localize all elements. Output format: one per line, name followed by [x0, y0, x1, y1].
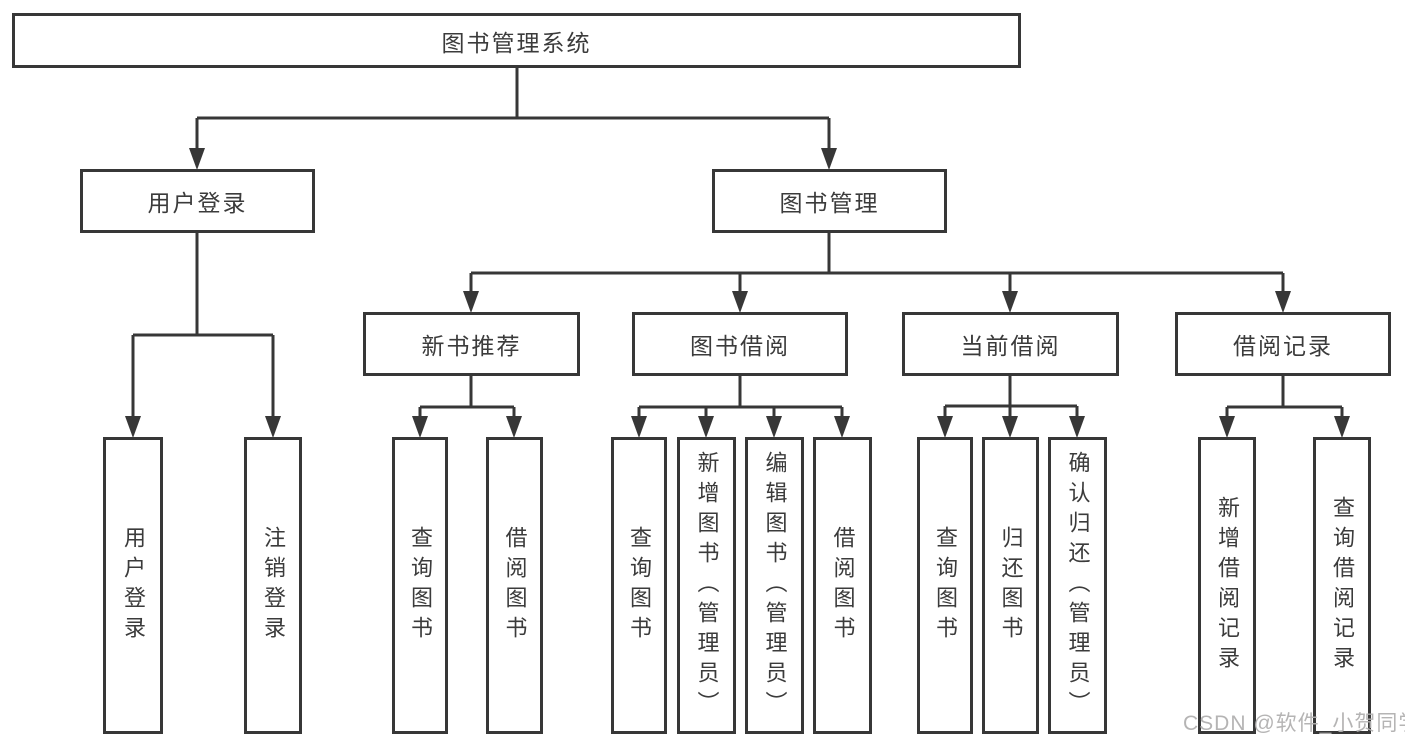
leaf-query-books-recommend-label: 查询图书 — [408, 525, 433, 646]
node-root-label: 图书管理系统 — [441, 29, 592, 56]
leaf-query-books-borrow: 查询图书 — [611, 437, 667, 734]
node-current-borrow-label: 当前借阅 — [960, 333, 1061, 359]
csdn-watermark: CSDN @软件_小贺同学 — [1183, 712, 1405, 735]
leaf-logout-label: 注销登录 — [261, 525, 286, 646]
node-borrow-records-label: 借阅记录 — [1233, 333, 1333, 359]
leaf-add-borrow-record: 新增借阅记录 — [1198, 437, 1256, 734]
node-book-borrow: 图书借阅 — [632, 312, 848, 376]
node-book-management: 图书管理 — [712, 169, 947, 233]
leaf-borrow-books-label: 借阅图书 — [830, 525, 856, 646]
node-new-book-recommend: 新书推荐 — [363, 312, 580, 376]
node-new-book-recommend-label: 新书推荐 — [421, 333, 522, 359]
leaf-borrow-books: 借阅图书 — [813, 437, 872, 734]
leaf-query-books-current: 查询图书 — [917, 437, 973, 734]
leaf-query-books-borrow-label: 查询图书 — [627, 525, 652, 646]
node-user-login-label: 用户登录 — [147, 190, 248, 216]
node-book-management-label: 图书管理 — [779, 190, 880, 216]
leaf-add-borrow-record-label: 新增借阅记录 — [1215, 495, 1240, 676]
leaf-confirm-return-admin-label: 确认归还（管理员） — [1065, 450, 1091, 721]
leaf-query-books-recommend: 查询图书 — [392, 437, 448, 734]
node-user-login: 用户登录 — [80, 169, 315, 233]
leaf-add-books-admin: 新增图书（管理员） — [677, 437, 736, 734]
leaf-query-books-current-label: 查询图书 — [933, 525, 958, 646]
leaf-return-books: 归还图书 — [982, 437, 1039, 734]
leaf-edit-books-admin: 编辑图书（管理员） — [745, 437, 804, 734]
leaf-return-books-label: 归还图书 — [998, 525, 1024, 646]
leaf-borrow-books-recommend-label: 借阅图书 — [502, 525, 528, 646]
node-borrow-records: 借阅记录 — [1175, 312, 1391, 376]
node-current-borrow: 当前借阅 — [902, 312, 1119, 376]
node-book-borrow-label: 图书借阅 — [690, 333, 790, 359]
leaf-borrow-books-recommend: 借阅图书 — [486, 437, 543, 734]
leaf-logout: 注销登录 — [244, 437, 302, 734]
leaf-query-borrow-record: 查询借阅记录 — [1313, 437, 1371, 734]
leaf-confirm-return-admin: 确认归还（管理员） — [1048, 437, 1107, 734]
leaf-query-borrow-record-label: 查询借阅记录 — [1330, 495, 1355, 676]
node-root-system: 图书管理系统 — [12, 13, 1021, 68]
leaf-edit-books-admin-label: 编辑图书（管理员） — [762, 450, 788, 721]
leaf-user-login: 用户登录 — [103, 437, 163, 734]
leaf-add-books-admin-label: 新增图书（管理员） — [694, 450, 720, 721]
leaf-user-login-label: 用户登录 — [121, 525, 146, 646]
